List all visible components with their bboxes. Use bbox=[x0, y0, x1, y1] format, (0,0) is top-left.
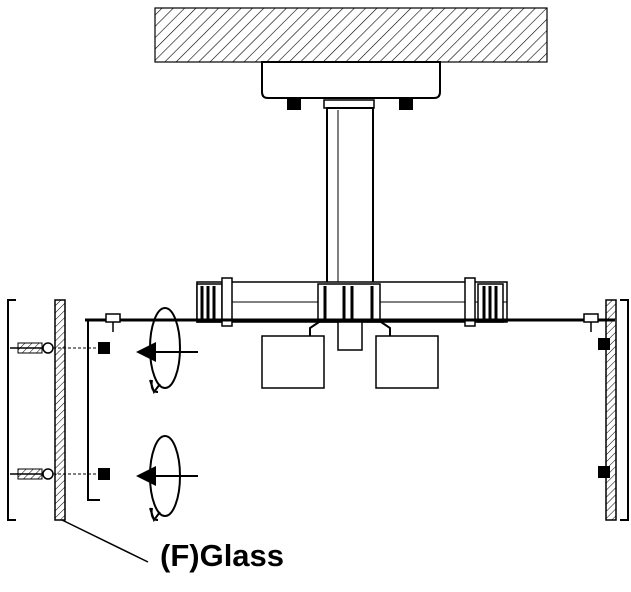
main-bracket bbox=[85, 313, 615, 501]
left-glass-panel bbox=[7, 299, 110, 521]
glass-leader-line bbox=[61, 519, 149, 563]
glass-label: (F)Glass bbox=[160, 538, 285, 573]
support-pole bbox=[323, 99, 375, 291]
lower-rotate-icon bbox=[149, 435, 181, 523]
ceiling bbox=[154, 7, 548, 63]
right-glass-panel bbox=[598, 299, 629, 521]
ceiling-mount-plate bbox=[261, 61, 441, 110]
lower-bolt bbox=[10, 468, 110, 480]
upper-bolt bbox=[10, 342, 110, 354]
hanging-units bbox=[261, 319, 439, 389]
